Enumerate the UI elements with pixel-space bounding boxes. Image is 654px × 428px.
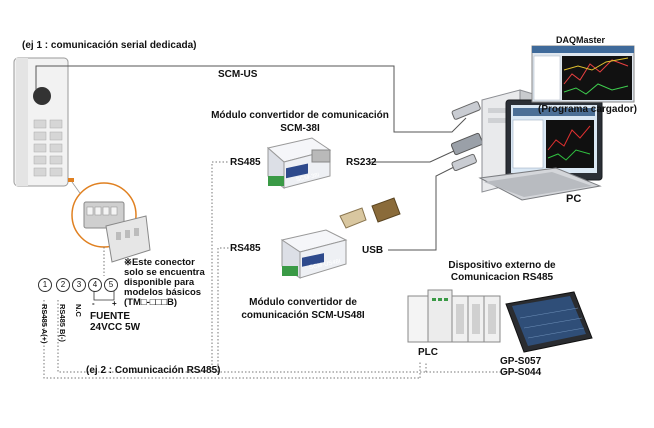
power-bracket — [93, 290, 115, 301]
pc-computer — [478, 89, 603, 201]
scm-us-cable — [35, 65, 467, 133]
power-line-2: 24VCC 5W — [90, 322, 141, 333]
terminal-3: 3 — [72, 278, 86, 292]
note-line-2: solo se encuentra — [124, 267, 205, 278]
gp-label-1: GP-S057 — [500, 356, 542, 367]
usb-plugs — [339, 197, 401, 229]
terminal-label-rs485-b: RS485 B(-) — [58, 304, 67, 342]
plc-device — [407, 289, 501, 343]
scm38i-module — [266, 137, 332, 189]
connector-note: ※Este conector solo se encuentra disponi… — [124, 258, 205, 308]
pc-label: PC — [566, 193, 582, 205]
scmus48i-title-1: Módulo convertidor de — [249, 297, 357, 308]
scm38i-title-2: SCM-38I — [280, 123, 320, 134]
example1-title: (ej 1 : comunicación serial dedicada) — [22, 40, 197, 51]
scmus48i-module — [280, 229, 348, 279]
gp-label-2: GP-S044 — [500, 367, 542, 378]
terminal-1: 1 — [38, 278, 52, 292]
external-title-2: Comunicacion RS485 — [450, 272, 554, 283]
controller-module — [13, 57, 74, 187]
terminal-4: 4 — [88, 278, 102, 292]
pc-plugs — [450, 101, 484, 172]
note-line-5: (TM□-□□□B) — [124, 297, 178, 308]
external-title-1: Dispositivo externo de — [448, 260, 556, 271]
gp-touch-panel — [505, 291, 593, 353]
scmus48i-usb-label: USB — [362, 245, 384, 256]
plc-label: PLC — [418, 347, 438, 358]
daqmaster-title: DAQMaster — [556, 35, 606, 45]
note-line-1: Este conector — [131, 257, 195, 268]
power-line-1: FUENTE — [90, 311, 130, 322]
scmus48i-title-2: comunicación SCM-US48I — [241, 310, 365, 321]
connector-zoom — [71, 181, 151, 263]
daqmaster-caption: (Programa cargador) — [538, 104, 637, 115]
example2-title: (ej 2 : Comunicación RS485) — [86, 365, 221, 376]
power-plus: + — [112, 299, 117, 308]
note-line-4: modelos básicos — [124, 287, 202, 298]
scm-us-label: SCM-US — [218, 69, 258, 80]
rs485-bus — [43, 161, 520, 379]
scm38i-title-1: Módulo convertidor de comunicación — [211, 110, 389, 121]
note-mark: ※ — [124, 257, 132, 268]
scmus48i-rs485-label: RS485 — [230, 243, 261, 254]
terminal-label-nc: N.C — [74, 304, 83, 317]
power-minus: - — [92, 299, 95, 308]
note-line-3: disponible para — [124, 277, 195, 288]
scm38i-rs232-label: RS232 — [346, 157, 377, 168]
usb-cable — [388, 165, 457, 251]
scm38i-rs485-label: RS485 — [230, 157, 261, 168]
terminal-2: 2 — [56, 278, 70, 292]
terminal-5: 5 — [104, 278, 118, 292]
rs232-cable — [370, 149, 457, 163]
terminal-label-rs485-a: RS485 A(+) — [40, 304, 49, 344]
daqmaster-screenshot — [531, 45, 635, 103]
